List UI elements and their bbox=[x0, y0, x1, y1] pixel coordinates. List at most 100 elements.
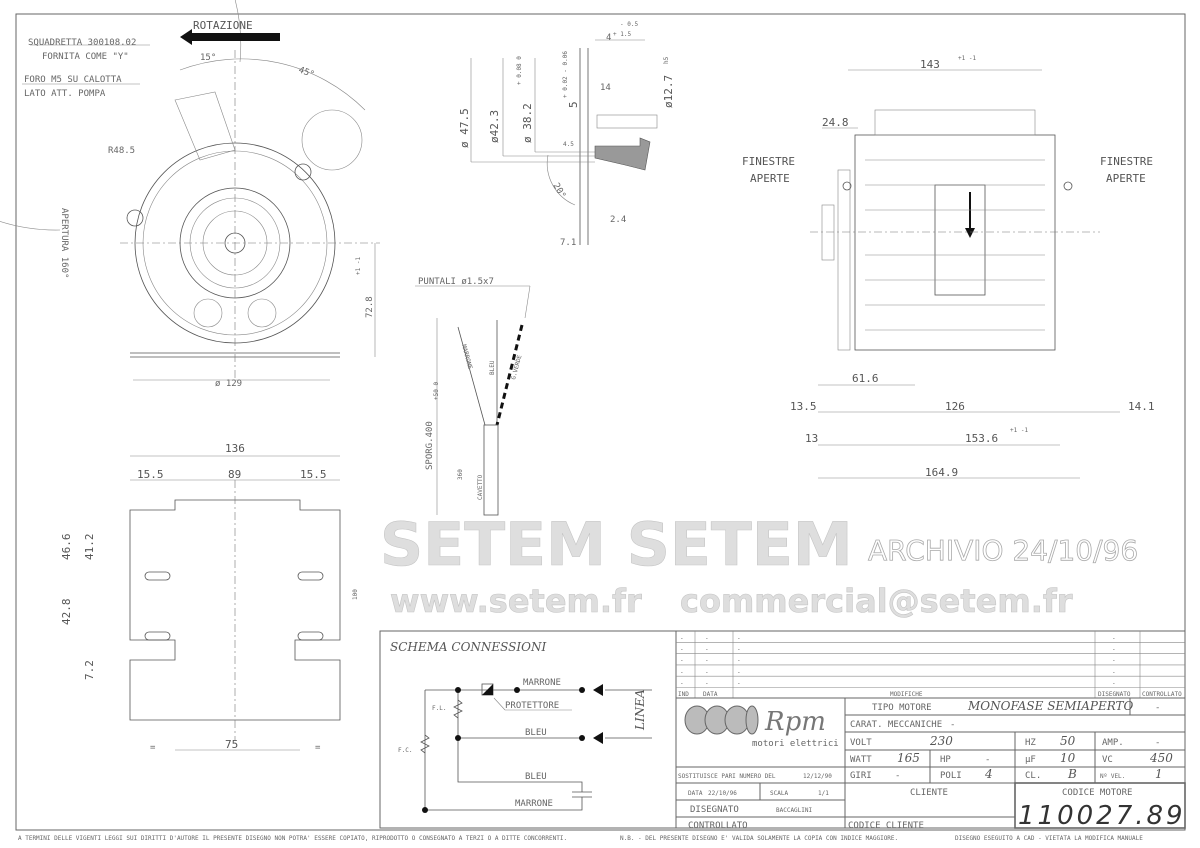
line-terminal-icon bbox=[593, 732, 603, 744]
dim-13: 13 bbox=[805, 432, 818, 445]
base-view: 136 15.5 89 15.5 46.6 41.2 42.8 7.2 100 … bbox=[60, 442, 359, 753]
length-tol: +50 0 bbox=[433, 382, 440, 400]
footer: A TERMINI DELLE VIGENTI LEGGI SUI DIRITT… bbox=[18, 835, 1143, 842]
logo-text: Rpm bbox=[764, 707, 826, 737]
watt: 165 bbox=[897, 751, 920, 765]
volt: 230 bbox=[929, 734, 953, 748]
revision-cell: - bbox=[737, 658, 741, 665]
sostituisce-label: SOSTITUISCE PARI NUMERO DEL bbox=[678, 773, 776, 780]
footer-copyright: A TERMINI DELLE VIGENTI LEGGI SUI DIRITT… bbox=[18, 835, 567, 842]
dim-155b: 15.5 bbox=[300, 468, 327, 481]
angle-20: 20° bbox=[550, 182, 567, 201]
opening-label: APERTURA 160° bbox=[59, 208, 69, 278]
tol-top: - 0.5 bbox=[620, 21, 638, 28]
dim-126: 126 bbox=[945, 400, 965, 413]
label-linea: LINEA bbox=[633, 689, 647, 731]
revision-cell: - bbox=[705, 658, 709, 665]
diameter-dim: ø 129 bbox=[215, 379, 242, 389]
revision-cell: - bbox=[680, 646, 684, 653]
tipo-motore-extra: - bbox=[1155, 703, 1160, 713]
bracket-label-1: SQUADRETTA 300108.02 bbox=[28, 38, 136, 48]
hole-label-1: FORO M5 SU CALOTTA bbox=[24, 75, 122, 85]
connection-schema: SCHEMA CONNESSIONI MARRONE PROTETTORE BL… bbox=[379, 630, 677, 829]
revision-cell: - bbox=[1112, 680, 1116, 687]
dim-14: 14 bbox=[600, 83, 611, 93]
archive-stamp: ARCHIVIO 24/10/96 bbox=[868, 534, 1138, 567]
watermark-email: commercial@setem.fr bbox=[680, 582, 1073, 620]
dim-75: 75 bbox=[225, 738, 238, 751]
revision-cell: - bbox=[680, 635, 684, 642]
tipo-motore-label: TIPO MOTORE bbox=[872, 703, 932, 713]
dim-141: 14.1 bbox=[1128, 400, 1155, 413]
label-marrone-low: MARRONE bbox=[515, 799, 553, 809]
bracket-label-2: FORNITA COME "Y" bbox=[42, 52, 129, 62]
hole-label-2: LATO ATT. POMPA bbox=[24, 89, 106, 99]
hz: 50 bbox=[1060, 734, 1076, 748]
dim-tol: +1 -1 bbox=[1010, 427, 1028, 434]
schema-title: SCHEMA CONNESSIONI bbox=[390, 640, 546, 654]
dim-1536: 153.6 bbox=[965, 432, 998, 445]
nvel: 1 bbox=[1155, 767, 1163, 781]
dim-5: 5 bbox=[567, 101, 580, 108]
controllato-label: CONTROLLATO bbox=[688, 821, 748, 831]
dim-d12: ø12.7 bbox=[662, 75, 675, 108]
rpm-logo: Rpm motori elettrici bbox=[684, 705, 839, 749]
disegnato: BACCAGLINI bbox=[776, 807, 813, 814]
dim-135: 13.5 bbox=[790, 400, 817, 413]
footer-cad: DISEGNO ESEGUITO A CAD - VIETATA LA MODI… bbox=[955, 835, 1143, 842]
giri: - bbox=[895, 771, 900, 781]
front-view: ROTAZIONE SQUADRETTA 300108.02 FORNITA C… bbox=[0, 0, 380, 389]
sheath-label: CAVETTO bbox=[477, 474, 484, 500]
tips-label: PUNTALI ø1.5x7 bbox=[418, 277, 494, 287]
watermark: SETEM SETEM www.setem.fr commercial@sete… bbox=[380, 510, 1139, 621]
label-marrone-top: MARRONE bbox=[523, 678, 561, 688]
motor-code: 110027.89 bbox=[1018, 801, 1186, 831]
dim-d38: ø 38.2 bbox=[521, 103, 534, 143]
dim-143-tol: +1 -1 bbox=[958, 55, 976, 62]
lead-wires: PUNTALI ø1.5x7 MARRONE BLEU G.VERDE SPOR… bbox=[415, 277, 531, 516]
label-bleu-mid: BLEU bbox=[525, 728, 547, 738]
revision-cell: - bbox=[705, 680, 709, 687]
revision-cell: - bbox=[680, 669, 684, 676]
cl-label: CL. bbox=[1025, 771, 1041, 781]
dim-143: 143 bbox=[920, 58, 940, 71]
scala-label: SCALA bbox=[770, 790, 788, 797]
logo-subtitle: motori elettrici bbox=[752, 739, 839, 749]
nvel-label: Nº VEL. bbox=[1100, 773, 1125, 780]
watermark-brand: SETEM SETEM bbox=[380, 510, 853, 580]
dim-100: 100 bbox=[352, 589, 359, 600]
dim-136: 136 bbox=[225, 442, 245, 455]
uf: 10 bbox=[1060, 751, 1076, 765]
dim-72: 7.2 bbox=[83, 660, 96, 680]
hp: - bbox=[985, 755, 990, 765]
revision-cell: - bbox=[1112, 635, 1116, 642]
revision-header: DISEGNATO bbox=[1098, 691, 1131, 698]
dim-1649: 164.9 bbox=[925, 466, 958, 479]
dim-24: 2.4 bbox=[610, 215, 626, 225]
revision-header: DATA bbox=[703, 691, 718, 698]
dim-45: 4.5 bbox=[563, 141, 574, 148]
revision-cell: - bbox=[1112, 669, 1116, 676]
footer-note: N.B. - DEL PRESENTE DISEGNO E' VALIDA SO… bbox=[620, 835, 898, 842]
dim-428: 42.8 bbox=[60, 599, 73, 626]
section-view: - 0.5 4 + 1.5 ø 47.5 ø42.3 ø 38.2 + 0.08… bbox=[458, 21, 675, 248]
dim-412: 41.2 bbox=[83, 534, 96, 561]
label-bleu-low: BLEU bbox=[525, 772, 547, 782]
revision-cell: - bbox=[680, 680, 684, 687]
dim-155a: 15.5 bbox=[137, 468, 164, 481]
uf-label: µF bbox=[1025, 755, 1036, 765]
drawing-frame bbox=[15, 13, 1186, 831]
revision-cell: - bbox=[737, 669, 741, 676]
dim-466: 46.6 bbox=[60, 534, 73, 561]
angle-15: 15° bbox=[200, 53, 216, 63]
revision-header: CONTROLLATO bbox=[1142, 691, 1182, 698]
rotation-arrow-icon bbox=[180, 29, 280, 45]
hp-label: HP bbox=[940, 755, 951, 765]
windows-right-2: APERTE bbox=[1106, 172, 1146, 185]
volt-label: VOLT bbox=[850, 738, 872, 748]
revision-cell: - bbox=[705, 635, 709, 642]
rotation-label: ROTAZIONE bbox=[193, 19, 253, 32]
windows-right-1: FINESTRE bbox=[1100, 155, 1153, 168]
revision-cell: - bbox=[705, 646, 709, 653]
